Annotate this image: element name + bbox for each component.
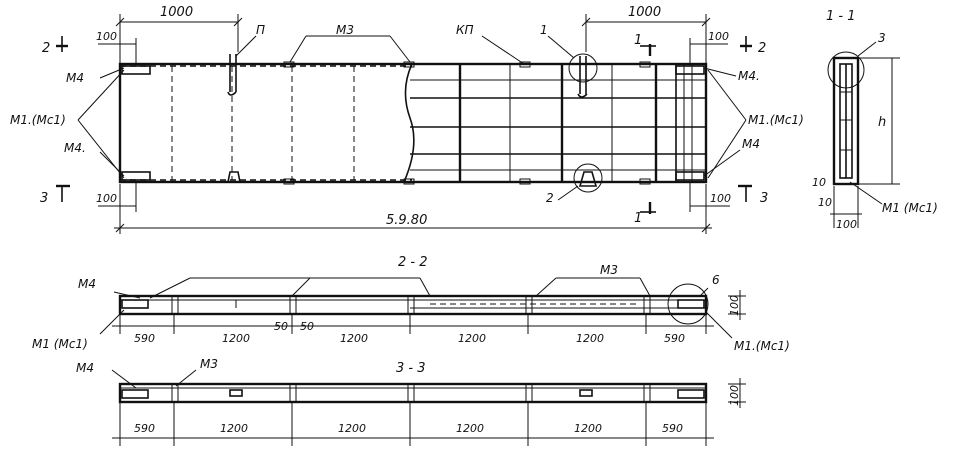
plate-m4-tr — [675, 65, 705, 75]
section-3-3-seg-3: 1200 — [456, 422, 484, 435]
section-3-3-mark-M3: М3 — [200, 357, 218, 371]
section-3-3-seg-0: 590 — [134, 422, 155, 435]
cut-1-top: 1 — [634, 33, 642, 48]
detail-circle-1 — [568, 53, 598, 83]
cut-2-right: 2 — [758, 41, 766, 56]
section-1-1-dim-100: 100 — [836, 218, 857, 231]
section-2-2-seg-4: 1200 — [576, 332, 604, 345]
plate-m4-tl — [121, 65, 151, 75]
label-M1-right: М1.(Мс1) — [748, 113, 804, 127]
section-2-2-seg-2: 1200 — [340, 332, 368, 345]
section-2-2-mark-6: 6 — [712, 273, 720, 287]
section-3-3-seg-4: 1200 — [574, 422, 602, 435]
section-3-3-title: 3 - 3 — [396, 361, 426, 376]
section-2-2: 2 - 2 М4 М3 6 М1 (Мс1) М1.(Мс1) 100 — [32, 255, 790, 353]
plate-m4-br — [675, 171, 705, 181]
dim-top-right: 1000 — [628, 5, 661, 20]
dim-100-top-right: 100 — [708, 30, 729, 43]
dim-100-bottom-left: 100 — [96, 192, 117, 205]
label-KP: КП — [456, 23, 474, 37]
section-3-3-mark-M4: М4 — [76, 361, 94, 375]
section-1-1-dim-h: h — [878, 115, 886, 130]
section-2-2-title: 2 - 2 — [398, 255, 428, 270]
section-3-3-seg-2: 1200 — [338, 422, 366, 435]
section-2-2-seg-5: 590 — [664, 332, 685, 345]
section-2-2-dim-height: 100 — [728, 295, 741, 316]
label-2-detail: 2 — [546, 191, 554, 205]
label-P: П — [256, 23, 265, 37]
label-M4-bottom-left: М4. — [64, 141, 86, 155]
dim-100-bottom-right: 100 — [710, 192, 731, 205]
section-3-3-seg-1: 1200 — [220, 422, 248, 435]
label-M4-top-right: М4. — [738, 69, 760, 83]
detail-circle-2 — [573, 163, 603, 193]
dim-top-left: 1000 — [160, 5, 193, 20]
section-2-2-mark-M1-right: М1.(Мс1) — [734, 339, 790, 353]
section-1-1-dim-10b: 10 — [818, 196, 832, 209]
section-1-1-mark-3: 3 — [878, 31, 886, 45]
dim-total-length: 5.9.80 — [386, 213, 427, 228]
section-3-3-dim-chain: 590 1200 1200 1200 1200 590 — [112, 402, 714, 446]
label-M4-top-left: М4 — [66, 71, 84, 85]
reinforcement-mesh — [410, 64, 706, 182]
section-2-2-mark-M3: М3 — [600, 263, 618, 277]
label-M3: М3 — [336, 23, 354, 37]
section-2-2-seg-3: 1200 — [458, 332, 486, 345]
plan-view: 1000 1000 100 100 — [10, 5, 804, 234]
section-1-1-mark-M1: М1 (Мс1) — [882, 201, 938, 215]
section-1-1-title: 1 - 1 — [826, 9, 856, 24]
section-3-3-seg-5: 590 — [662, 422, 683, 435]
lifting-loop-right — [577, 56, 588, 98]
cut-2-left: 2 — [42, 41, 50, 56]
section-2-2-mark-M4: М4 — [78, 277, 96, 291]
label-M4-bottom-right: М4 — [742, 137, 760, 151]
lifting-loop-left — [227, 54, 237, 96]
plate-m4-bl — [121, 171, 151, 181]
section-1-1: 1 - 1 3 h 10 10 100 М1 (Мс1) — [812, 9, 938, 231]
section-3-3: 3 - 3 М4 М3 100 590 1200 1 — [76, 357, 746, 446]
section-2-2-seg-0: 590 — [134, 332, 155, 345]
section-3-3-dim-height: 100 — [728, 385, 741, 406]
section-2-2-dim-chain: 590 1200 1200 1200 1200 590 — [112, 314, 714, 345]
section-2-2-seg-1: 1200 — [222, 332, 250, 345]
dim-100-top-left: 100 — [96, 30, 117, 43]
cut-3-left: 3 — [40, 191, 48, 206]
section-2-2-mark-M1-left: М1 (Мс1) — [32, 337, 88, 351]
label-M1-left: М1.(Мс1) — [10, 113, 66, 127]
cut-1-bottom: 1 — [634, 211, 642, 226]
label-1-detail: 1 — [540, 23, 548, 37]
cut-3-right: 3 — [760, 191, 768, 206]
section-1-1-dim-10a: 10 — [812, 176, 826, 189]
